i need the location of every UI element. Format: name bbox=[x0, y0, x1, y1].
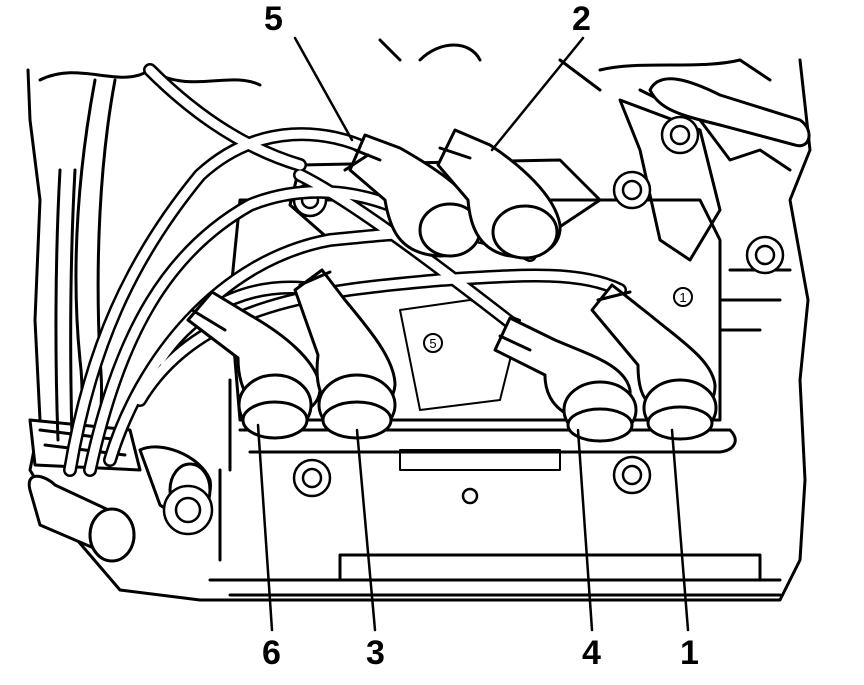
leader-line-2 bbox=[490, 36, 585, 152]
callout-4: 4 bbox=[582, 634, 601, 672]
leader-line-5 bbox=[293, 36, 354, 142]
callout-6: 6 bbox=[262, 634, 281, 672]
casting-mark-right: 1 bbox=[673, 287, 693, 307]
leader-line-4 bbox=[576, 428, 594, 632]
callout-3: 3 bbox=[366, 634, 385, 672]
leader-line-1 bbox=[670, 428, 690, 632]
casting-mark-center: 5 bbox=[423, 333, 443, 353]
boot-cylinder-4 bbox=[493, 316, 638, 443]
svg-text:1: 1 bbox=[679, 290, 686, 305]
boot-cylinder-5 bbox=[343, 133, 482, 258]
svg-text:5: 5 bbox=[429, 336, 436, 351]
callout-1: 1 bbox=[680, 634, 699, 672]
callout-5: 5 bbox=[264, 0, 283, 38]
boot-cylinder-2 bbox=[436, 128, 562, 260]
boot-cylinder-3 bbox=[293, 268, 397, 440]
leader-lines bbox=[256, 36, 690, 632]
boot-cylinder-1 bbox=[590, 283, 718, 441]
leader-line-3 bbox=[355, 428, 377, 632]
callout-2: 2 bbox=[572, 0, 591, 38]
leader-line-6 bbox=[256, 423, 274, 632]
